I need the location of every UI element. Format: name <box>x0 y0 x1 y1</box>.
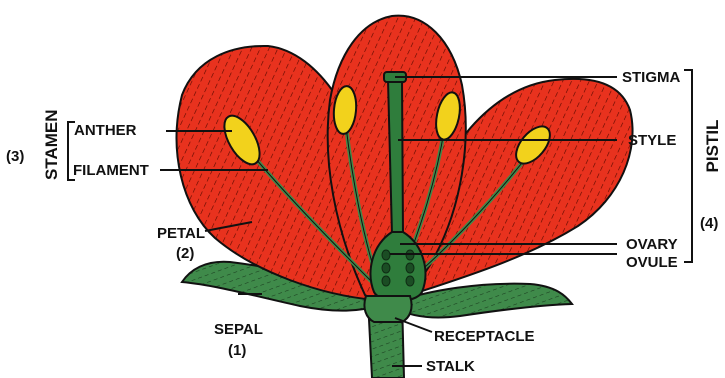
pistil-number-label: (4) <box>700 216 718 231</box>
sepal-number-label: (1) <box>228 343 246 358</box>
filament-label: FILAMENT <box>73 163 149 178</box>
receptacle-shape <box>364 296 411 322</box>
stamen-label: STAMEN <box>42 120 62 180</box>
receptacle-label: RECEPTACLE <box>434 329 535 344</box>
ovary-label: OVARY <box>626 237 678 252</box>
stamen-number-label: (3) <box>6 149 24 164</box>
petal-number-label: (2) <box>176 246 194 261</box>
stigma-label: STIGMA <box>622 70 680 85</box>
ovule-label: OVULE <box>626 255 678 270</box>
style-label: STYLE <box>628 133 676 148</box>
stalk-label: STALK <box>426 359 475 374</box>
petal-label: PETAL <box>157 226 205 241</box>
anther-label: ANTHER <box>74 123 137 138</box>
pistil-bracket <box>684 70 692 262</box>
sepal-label: SEPAL <box>214 322 263 337</box>
pistil-label: PISTIL <box>703 111 723 181</box>
